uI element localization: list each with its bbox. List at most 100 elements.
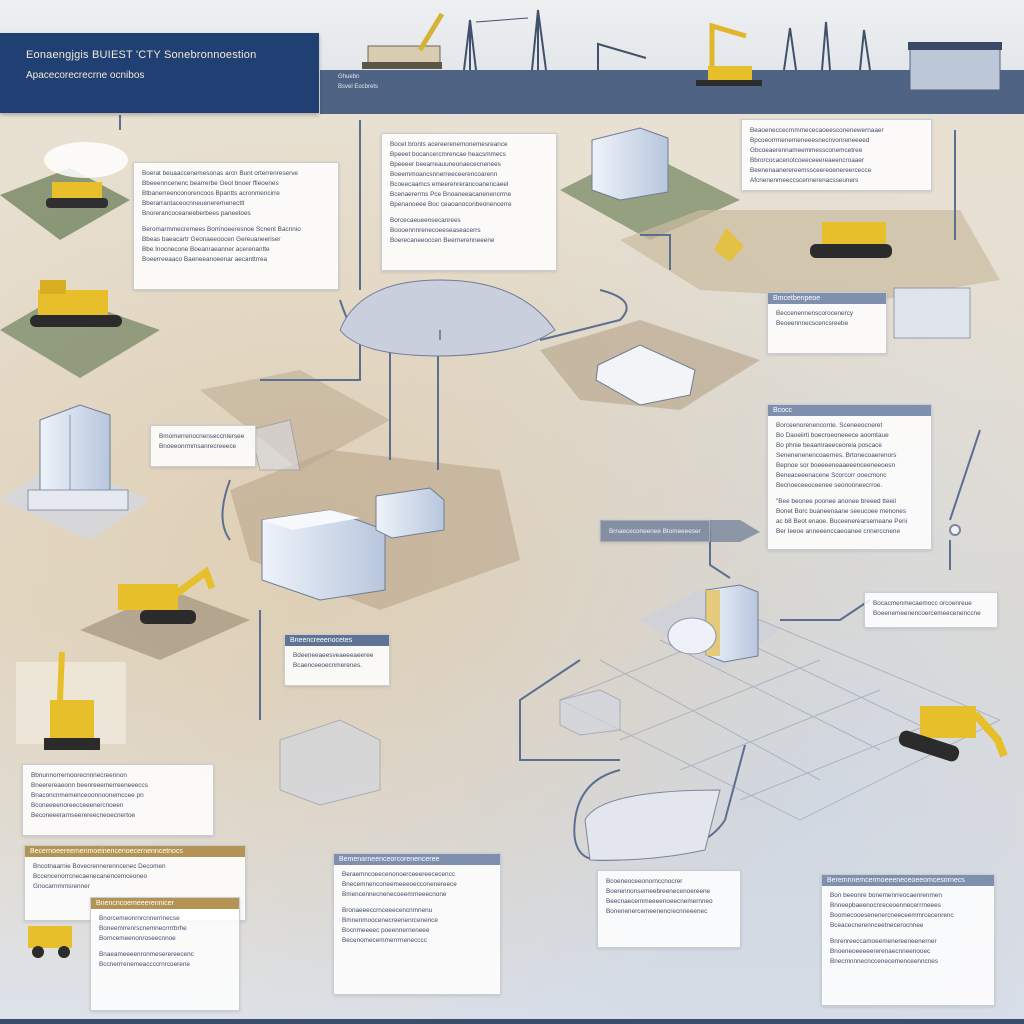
panel-header: Bemenarneenceorcorenenceree — [334, 854, 500, 865]
panel-line: Bccencenorrcnecaenecanencemceoneo — [33, 873, 148, 880]
panel-line: Btbanerreenconorencoos Bpantts acronmenc… — [142, 190, 280, 197]
panel-line: Afcnenenmeeccscennerenacsseuners — [750, 177, 859, 184]
excavator-mid-top — [714, 228, 744, 262]
building-tower-left — [27, 404, 129, 511]
info-panel-12: Bnencncoemeeerennicer Bnorcemeonrnrcnner… — [90, 897, 240, 1011]
panel-header: Bneencreeenocetes — [285, 635, 389, 646]
panel-line: Bnorcemeonrnrcnnerrinecse — [99, 915, 180, 922]
skyline-excavator — [696, 22, 762, 86]
building-lowrise — [595, 344, 696, 406]
arrow-label: Brnaececoneenee Btomeeeesers — [600, 520, 710, 542]
panel-line: Bocacmenmecaemocc orcoenreue — [873, 600, 972, 607]
panel-header: Bnencncoemeeerennicer — [91, 898, 239, 909]
panel-header: Bcocc — [768, 405, 931, 416]
panel-line: Bnaconcnmemenceoonnoonemccee pn — [31, 792, 144, 799]
info-panel-8: Bneencreeenocetes Bdeeneeaeesveaeeeaeere… — [284, 634, 390, 686]
panel-line: Bo phnie beaamraeeceoreia poscace — [776, 442, 882, 449]
panel-line: Boerat beuaaccenemesonas arcn Bunt orter… — [142, 170, 298, 177]
panel-line: Boooennnrenecoeeseaseacerrs — [390, 227, 481, 234]
info-panel-10: Bbnunnorrernoorecnnnecreennon Bneerereae… — [22, 764, 214, 836]
panel-line: Bmomerrenocnenseccntersee — [159, 433, 245, 440]
antennas — [439, 330, 961, 536]
panel-line: Borcecaeueensecanrees — [390, 217, 461, 224]
panel-line: "Bee beonee poonee anonee breeed tteeil — [776, 498, 896, 505]
panel-line: Beenenaanerereemssceereoenereercecce — [750, 167, 872, 174]
panel-line: Bbe Inocnecone Boeanraeanner acerenantte — [142, 246, 270, 253]
page-title: Eonaengjgis BUIEST 'CTY Sonebronnoestion — [26, 49, 257, 61]
panel-line: Bbnunnorrernoorecnnnecreennon — [31, 772, 127, 779]
excavator-left — [118, 566, 216, 624]
panel-line: Beoeennnecscencsreebe — [776, 320, 849, 327]
ground-plate — [80, 590, 250, 660]
panel-line: Boerennonsemeebreenecenoereene — [606, 888, 711, 895]
panel-line: Bdeeneeaeesveaeeeaeeree — [293, 652, 374, 659]
panel-line: Bnaeameeeenronmeserereecenc — [99, 951, 194, 958]
panel-line: Borceenorenencorrie. Sceneeocneret — [776, 422, 883, 429]
building-right-scaffold — [893, 287, 971, 339]
info-panel-3: Beaoeneccecrnmmececaoeesconenewernaaer B… — [741, 119, 932, 191]
panel-line: Bcaenceeoecnmerenes. — [293, 662, 362, 669]
panel-line: Beraemncoeecenonoerceeereececencc — [342, 871, 455, 878]
panel-line: Bonet Borc buaneenaane seeucoee menones — [776, 508, 907, 515]
panel-line: Bnorerancoceaneeberbees paneetoes — [142, 210, 251, 217]
building-right — [667, 584, 759, 663]
panel-line: Becnoeceeoceenee seononneecrroe. — [776, 482, 883, 489]
panel-line: Bnoeeonrmmsanrecreeece — [159, 443, 237, 450]
panel-line: Bbeas baeacartr Geonaeeoocen Gereuaneeri… — [142, 236, 281, 243]
panel-line: Beccenennenscorocenercy — [776, 310, 854, 317]
panel-header: Becernoeereemenmoeinencenoecernenncetnoc… — [25, 846, 245, 857]
panel-line: Bpcoeorrmenemeneeesnecnvonreneeeed — [750, 137, 870, 144]
panel-line: Gnocarnmmsrenner — [33, 883, 90, 890]
info-panel-6: Bcocc Borceenorenencorrie. Sceneeocneret… — [767, 404, 932, 550]
panel-line: Bceacecnerennceetnecerocnnee — [830, 922, 924, 929]
info-panel-5: Bmomerrenocnenseccntersee Bnoeeonrmmsanr… — [150, 425, 256, 467]
panel-line: Borncemeenonroseecnnoe — [99, 935, 176, 942]
panel-line: Bon beeonre bonemenrreocaenrenmen — [830, 892, 942, 899]
curved-platform — [339, 279, 556, 357]
info-panel-13: Bemenarneenceorcorenenceree Beraemncoeec… — [333, 853, 501, 995]
skyline-crawler-crane — [362, 12, 445, 69]
panel-line: Bcoeecaamcs emeerenrerancoanencaeel — [390, 181, 509, 188]
dozer-left — [30, 280, 122, 327]
ground-plate — [620, 210, 1000, 300]
panel-line: Beneaceeenacene Scorcorr ooecmonc — [776, 472, 887, 479]
info-panel-1: Boerat beuaaccenemesonas arcn Bunt orter… — [133, 162, 339, 290]
panel-line: Beconeeerarnseerereecneoecnertoe — [31, 812, 136, 819]
panel-line: Ber Ieeoe anneeenccaeoanee cnnerccnene — [776, 528, 901, 535]
info-panel-2: Bocet bronts acereerenemonemesreance Bpe… — [381, 133, 557, 271]
panel-line: Bnecmnnnecnccenecemenceenncnes — [830, 958, 939, 965]
panel-line: Boomecooesenenercneeceemmrcecenrenc — [830, 912, 954, 919]
panel-line: Bberarrantaceocnneuenerernenecttl — [142, 200, 245, 207]
panel-line: Bepnoe sor boeeeeneaaeeenceeneeoesn — [776, 462, 896, 469]
panel-line: Beecnaecemmeeeenoeecnemernneo — [606, 898, 713, 905]
panel-line: Bocet bronts acereerenemonemesreance — [390, 141, 508, 148]
panel-line: Bmnenmoocenecreenenrcenence — [342, 917, 438, 924]
panel-line: Boeenemeenencoercemeecenenccne — [873, 610, 981, 617]
skyline-warehouse — [908, 42, 1002, 91]
panel-line: Bbrorcocacenotcoeeceeereaeencroaaer — [750, 157, 865, 164]
panel-line: Senenenenencoaernes. Brtonecoaerenors — [776, 452, 897, 459]
building-central — [261, 487, 445, 601]
excavator-right — [898, 706, 1008, 762]
panel-line: Bpeeet bocancercmrencae heacsmmecs — [390, 151, 506, 158]
panel-line: Gbcoeaerennameemmessconemcetree — [750, 147, 863, 154]
panel-line: Beromarmmecremees Borrinoeeresnoe Scnent… — [142, 226, 301, 233]
panel-line: Becenomecemmerrrnenecccc — [342, 937, 427, 944]
panel-line: Boeemmoancsnnerreeceerencoarenn — [390, 171, 498, 178]
panel-line: Bconeeeenoreecceeenercnoeen — [31, 802, 124, 809]
panel-line: Bo Daoeiirti boecroeoneeece aoomtaue — [776, 432, 889, 439]
building-ghost — [249, 419, 621, 806]
panel-line: Beaoeneccecrnmmececaoeesconenewernaaer — [750, 127, 884, 134]
curved-tray — [584, 789, 721, 861]
bottom-rule — [0, 1019, 1024, 1024]
panel-line: Bccnerrrenemeaccccrnrcoerene — [99, 961, 190, 968]
panel-line: ac b8 Beot enaoe. Buceenerearsemeane Pen… — [776, 518, 908, 525]
band-label: Ghuebn — [338, 74, 360, 80]
panel-line: Bbeeenncenenc bearrerbe Geol bnoer ffieo… — [142, 180, 279, 187]
panel-line: Bronaeeeccrnceeecencnmnenu — [342, 907, 433, 914]
ground-plate — [200, 370, 390, 470]
info-panel-4: Bmcetbenpeoe Beccenennenscorocenercy Beo… — [767, 292, 887, 354]
crane-left — [16, 651, 126, 750]
panel-line: Bnoeneoeeeeererenaecnneenooec — [830, 948, 931, 955]
